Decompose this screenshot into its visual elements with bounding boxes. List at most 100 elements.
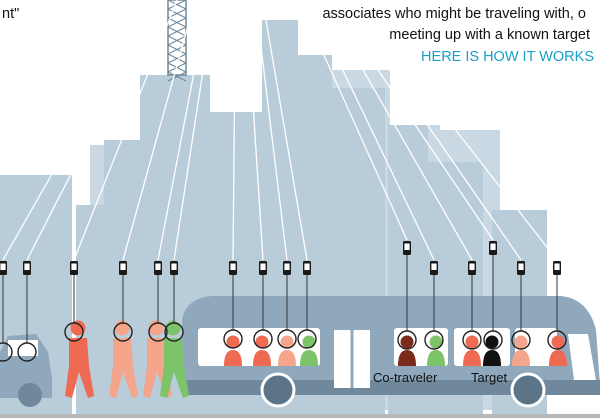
tracking-ring [113,322,133,342]
passenger-head [255,335,269,349]
phone-screen [404,243,410,250]
tracking-ring [64,322,84,342]
tracking-ring [511,330,531,350]
pedestrian-body [65,338,94,398]
tower-brace [167,35,187,46]
tower-brace [167,17,187,28]
phone-screen [431,263,437,270]
tracking-ring [223,329,243,349]
signal-line [157,0,209,261]
signal-line [232,0,237,261]
cell-phones [0,241,561,275]
tracking-ring [462,330,482,350]
signal-lines [2,0,558,261]
target-label: Target [471,370,508,385]
phone-screen [230,263,236,270]
signal-line [330,0,494,241]
passenger-body [278,350,296,366]
tracking-ring [17,342,37,362]
phone-screen [554,263,560,270]
passenger-head [485,335,499,349]
tracking-ring [277,329,297,349]
tower-brace [167,0,187,10]
bus-front-wheel [260,372,296,408]
signal-line [73,0,178,261]
bus-window [454,328,510,366]
tower-brace [167,71,187,82]
passenger-body [463,350,481,366]
signal-line [340,0,522,261]
passenger-head [551,335,565,349]
phone-screen [155,263,161,270]
co-traveler-label: Co-traveler [373,370,438,385]
passenger-body [300,350,318,366]
bus-windshield [568,334,596,380]
tracking-ring [164,322,184,342]
tracking-ring [397,330,417,350]
signal-line [353,0,558,261]
car-wheel [18,383,42,407]
passenger-body [398,350,416,366]
passenger-head [400,335,414,349]
bus [182,296,600,408]
pedestrian-body [109,338,138,398]
phone-screen [0,263,6,270]
tracking-ring [297,329,317,349]
tower-brace [167,44,187,55]
phone-screen [469,263,475,270]
pedestrian-head [70,320,86,336]
bottom-border [0,414,600,418]
tower-brace [167,26,187,37]
cell-tower [167,0,187,82]
phone-screen [304,263,310,270]
signal-line [308,0,435,261]
tower-brace [167,53,187,64]
phone-screen [71,263,77,270]
phone-tethers [2,255,558,343]
signal-line [254,0,288,261]
passenger-head [302,335,316,349]
passenger-body [512,350,530,366]
intro-text-line-1: associates who might be traveling with, … [322,6,586,22]
passenger-body [549,350,567,366]
tracking-rings [0,322,567,362]
signal-line [298,0,408,241]
signal-line [26,0,161,261]
tracking-ring [148,322,168,342]
tracking-ring [424,330,444,350]
how-it-works-link[interactable]: HERE IS HOW IT WORKS [421,49,594,65]
signal-line [245,0,264,261]
passenger-head [226,335,240,349]
passenger-head [514,335,528,349]
intro-text-line-2: meeting up with a known target [389,27,590,43]
phone-screen [260,263,266,270]
tower-frame [167,0,187,76]
passenger-head [429,335,443,349]
signal-line [122,0,196,261]
signal-line [173,0,215,261]
phone-screen [171,263,177,270]
signal-line [322,0,473,261]
passenger-body [253,350,271,366]
phone-screen [490,243,496,250]
tracking-ring [547,330,567,350]
people [65,320,567,398]
passenger-body [427,350,445,366]
signal-line [2,0,152,261]
phone-screen [120,263,126,270]
passenger-head [280,335,294,349]
phone-screen [24,263,30,270]
bus-rear-wheel [510,372,546,408]
quote-fragment: nt" [2,6,20,22]
signal-line [261,0,308,261]
passenger-body [483,350,501,366]
car [0,334,52,407]
phone-screen [284,263,290,270]
passenger-head [465,335,479,349]
tracking-ring [0,342,13,362]
pedestrian-body [160,338,189,398]
tracking-ring [483,330,503,350]
phone-screen [518,263,524,270]
tracking-ring [253,329,273,349]
